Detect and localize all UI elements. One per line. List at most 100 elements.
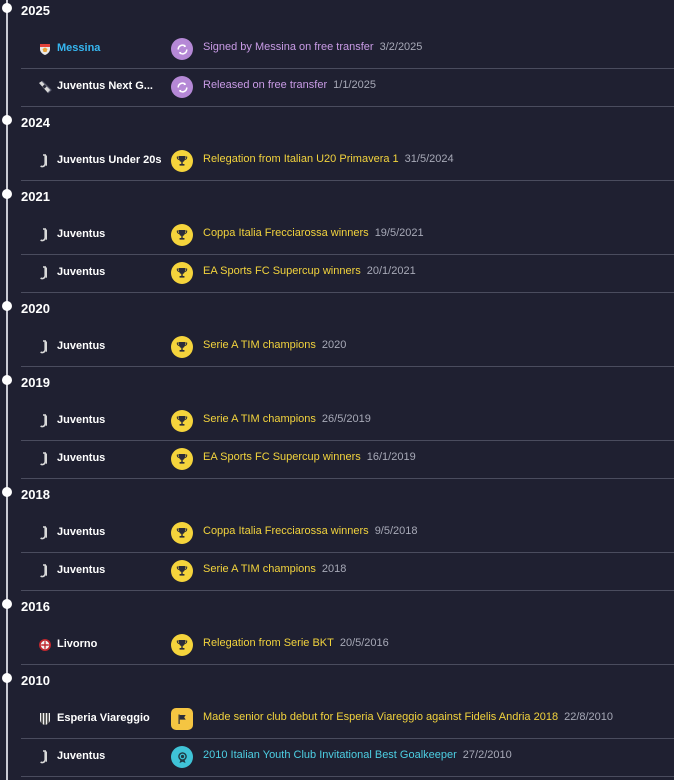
timeline-entry-row[interactable]: Juventus 2010 Italian Youth Club Invitati… — [21, 738, 674, 777]
trophy-icon — [171, 448, 193, 470]
event-text: EA Sports FC Supercup winners — [203, 451, 361, 463]
year-heading: 2010 — [21, 673, 50, 688]
club-name-link[interactable]: Juventus — [57, 266, 106, 278]
event-date: 16/1/2019 — [366, 451, 416, 463]
timeline-entry-row[interactable]: Esperia Viareggio Made senior club debut … — [21, 700, 674, 739]
timeline-entry-row[interactable]: Juventus Next G... Released on free trans… — [21, 68, 674, 107]
transfer-icon — [171, 76, 193, 98]
timeline-year-marker — [2, 115, 12, 125]
timeline-entry-row[interactable]: Juventus EA Sports FC Supercup winners 20/… — [21, 254, 674, 293]
club-name-link[interactable]: Juventus Next G... — [57, 80, 153, 92]
trophy-icon — [171, 410, 193, 432]
event-date: 20/1/2021 — [366, 265, 416, 277]
juventus-crest-icon — [38, 154, 52, 168]
juventus-crest-icon — [38, 340, 52, 354]
club-name-link[interactable]: Juventus — [57, 750, 106, 762]
year-heading: 2020 — [21, 301, 50, 316]
event-date: 19/5/2021 — [374, 227, 424, 239]
club-name-link[interactable]: Juventus — [57, 340, 106, 352]
event-text: Serie A TIM champions — [203, 413, 316, 425]
timeline-entry-row[interactable]: Juventus EA Sports FC Supercup winners 16/… — [21, 440, 674, 479]
timeline-year-marker — [2, 375, 12, 385]
club-name-link[interactable]: Esperia Viareggio — [57, 712, 150, 724]
event-text: 2010 Italian Youth Club Invitational Bes… — [203, 749, 457, 761]
event-date: 2018 — [321, 563, 347, 575]
award-medal-icon — [171, 746, 193, 768]
club-name-link[interactable]: Juventus Under 20s — [57, 154, 162, 166]
club-name-link[interactable]: Juventus — [57, 452, 106, 464]
club-name-link[interactable]: Messina — [57, 42, 101, 54]
timeline-year-marker — [2, 673, 12, 683]
juventus-crest-icon — [38, 228, 52, 242]
timeline-entry-row[interactable]: Juventus Coppa Italia Frecciarossa winner… — [21, 216, 674, 255]
timeline-year-marker — [2, 189, 12, 199]
trophy-icon — [171, 224, 193, 246]
year-heading: 2018 — [21, 487, 50, 502]
event-date: 26/5/2019 — [321, 413, 371, 425]
event-description: EA Sports FC Supercup winners 20/1/2021 — [203, 265, 416, 277]
timeline-entry-row[interactable]: Juventus Coppa Italia Frecciarossa winner… — [21, 514, 674, 553]
event-text: Released on free transfer — [203, 79, 328, 91]
timeline-entry-row[interactable]: Messina Signed by Messina on free transfe… — [21, 30, 674, 69]
juventus-next-gen-crest-icon — [38, 80, 52, 94]
year-heading: 2016 — [21, 599, 50, 614]
timeline-rail — [6, 0, 8, 780]
trophy-icon — [171, 336, 193, 358]
trophy-icon — [171, 560, 193, 582]
timeline-year-marker — [2, 3, 12, 13]
event-date: 31/5/2024 — [404, 153, 454, 165]
event-description: Relegation from Italian U20 Primavera 1 3… — [203, 153, 454, 165]
timeline-year-marker — [2, 487, 12, 497]
esperia-viareggio-crest-icon — [38, 712, 52, 726]
club-name-link[interactable]: Juventus — [57, 414, 106, 426]
juventus-crest-icon — [38, 526, 52, 540]
event-description: Signed by Messina on free transfer 3/2/20… — [203, 41, 422, 53]
trophy-icon — [171, 262, 193, 284]
year-heading: 2025 — [21, 3, 50, 18]
event-text: EA Sports FC Supercup winners — [203, 265, 361, 277]
timeline-year-marker — [2, 599, 12, 609]
livorno-crest-icon — [38, 638, 52, 652]
event-text: Signed by Messina on free transfer — [203, 41, 374, 53]
timeline-entry-row[interactable]: Juventus Under 20s Relegation from Italia… — [21, 142, 674, 181]
club-name-link[interactable]: Juventus — [57, 228, 106, 240]
year-heading: 2024 — [21, 115, 50, 130]
trophy-icon — [171, 634, 193, 656]
timeline-entry-row[interactable]: Juventus Serie A TIM champions 26/5/2019 — [21, 402, 674, 441]
club-name-link[interactable]: Juventus — [57, 564, 106, 576]
year-heading: 2021 — [21, 189, 50, 204]
event-text: Coppa Italia Frecciarossa winners — [203, 525, 369, 537]
event-description: 2010 Italian Youth Club Invitational Bes… — [203, 749, 512, 761]
juventus-crest-icon — [38, 452, 52, 466]
event-description: Coppa Italia Frecciarossa winners 19/5/20… — [203, 227, 424, 239]
club-name-link[interactable]: Livorno — [57, 638, 98, 650]
juventus-crest-icon — [38, 750, 52, 764]
event-description: Made senior club debut for Esperia Viare… — [203, 711, 613, 723]
event-text: Serie A TIM champions — [203, 339, 316, 351]
juventus-crest-icon — [38, 564, 52, 578]
trophy-icon — [171, 150, 193, 172]
event-text: Made senior club debut for Esperia Viare… — [203, 711, 559, 723]
event-text: Relegation from Serie BKT — [203, 637, 334, 649]
event-date: 9/5/2018 — [374, 525, 418, 537]
event-text: Relegation from Italian U20 Primavera 1 — [203, 153, 399, 165]
event-description: EA Sports FC Supercup winners 16/1/2019 — [203, 451, 416, 463]
event-text: Coppa Italia Frecciarossa winners — [203, 227, 369, 239]
club-name-link[interactable]: Juventus — [57, 526, 106, 538]
messina-crest-icon — [38, 42, 52, 56]
event-description: Coppa Italia Frecciarossa winners 9/5/201… — [203, 525, 418, 537]
debut-flag-icon — [171, 708, 193, 730]
event-description: Serie A TIM champions 26/5/2019 — [203, 413, 371, 425]
year-heading: 2019 — [21, 375, 50, 390]
event-date: 3/2/2025 — [379, 41, 423, 53]
juventus-crest-icon — [38, 266, 52, 280]
transfer-icon — [171, 38, 193, 60]
event-date: 1/1/2025 — [333, 79, 376, 91]
